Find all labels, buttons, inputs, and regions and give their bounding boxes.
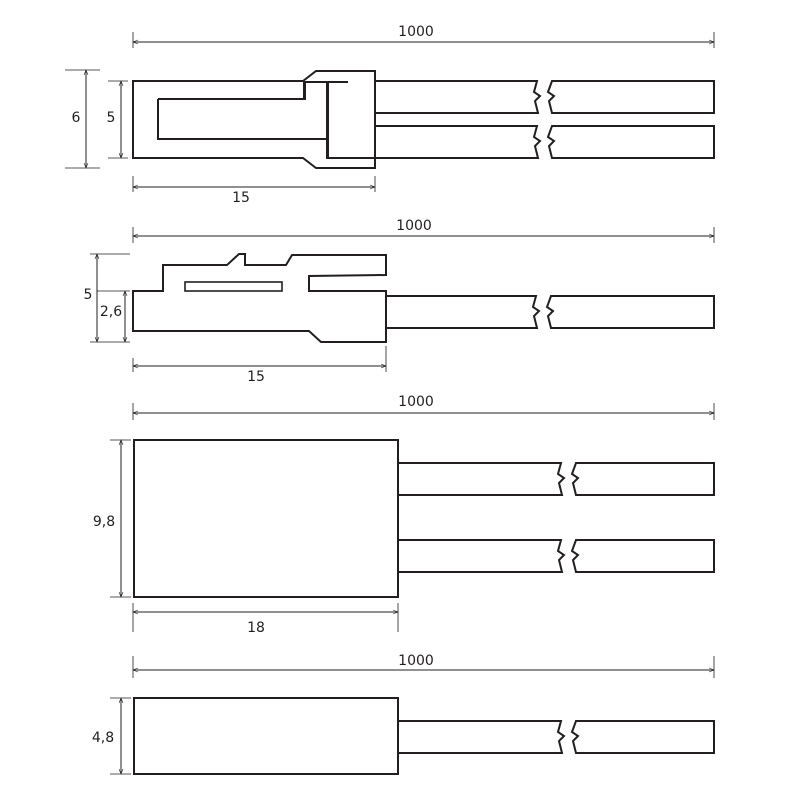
wire-lower [374, 125, 542, 159]
inner-height-label: 2,6 [100, 304, 122, 320]
body-length-label: 15 [232, 190, 250, 206]
connector-2: 1000 5 2,6 15 [84, 218, 715, 385]
outer-height-label: 6 [72, 110, 81, 126]
height-label: 9,8 [93, 514, 115, 530]
length-label: 1000 [398, 24, 434, 40]
length-label: 1000 [398, 653, 434, 669]
connector-body [132, 70, 376, 169]
outer-height-label: 5 [84, 287, 93, 303]
wire-lower [397, 539, 566, 573]
length-label: 1000 [396, 218, 432, 234]
connector-body [133, 439, 399, 598]
body-length-label: 18 [247, 620, 265, 636]
wire-end [570, 720, 715, 754]
height-label: 4,8 [92, 730, 114, 746]
wire-lower-end [570, 539, 715, 573]
wire-end [545, 295, 715, 329]
wire-lower-end [546, 125, 715, 159]
wire [385, 295, 541, 329]
connector-1: 1000 6 5 15 [65, 24, 715, 206]
socket-slot [157, 81, 375, 159]
length-label: 1000 [398, 394, 434, 410]
connector-body [132, 253, 387, 343]
wire-upper-end [546, 80, 715, 114]
inner-height-label: 5 [107, 110, 116, 126]
connector-body [133, 697, 399, 775]
wire [397, 720, 566, 754]
wire-upper-end [570, 462, 715, 496]
wire-upper [374, 80, 542, 114]
connector-4: 1000 4,8 [92, 653, 715, 775]
wire-upper [397, 462, 566, 496]
connector-3: 1000 9,8 18 [93, 394, 715, 636]
body-length-label: 15 [247, 369, 265, 385]
latch-slot [184, 281, 283, 292]
